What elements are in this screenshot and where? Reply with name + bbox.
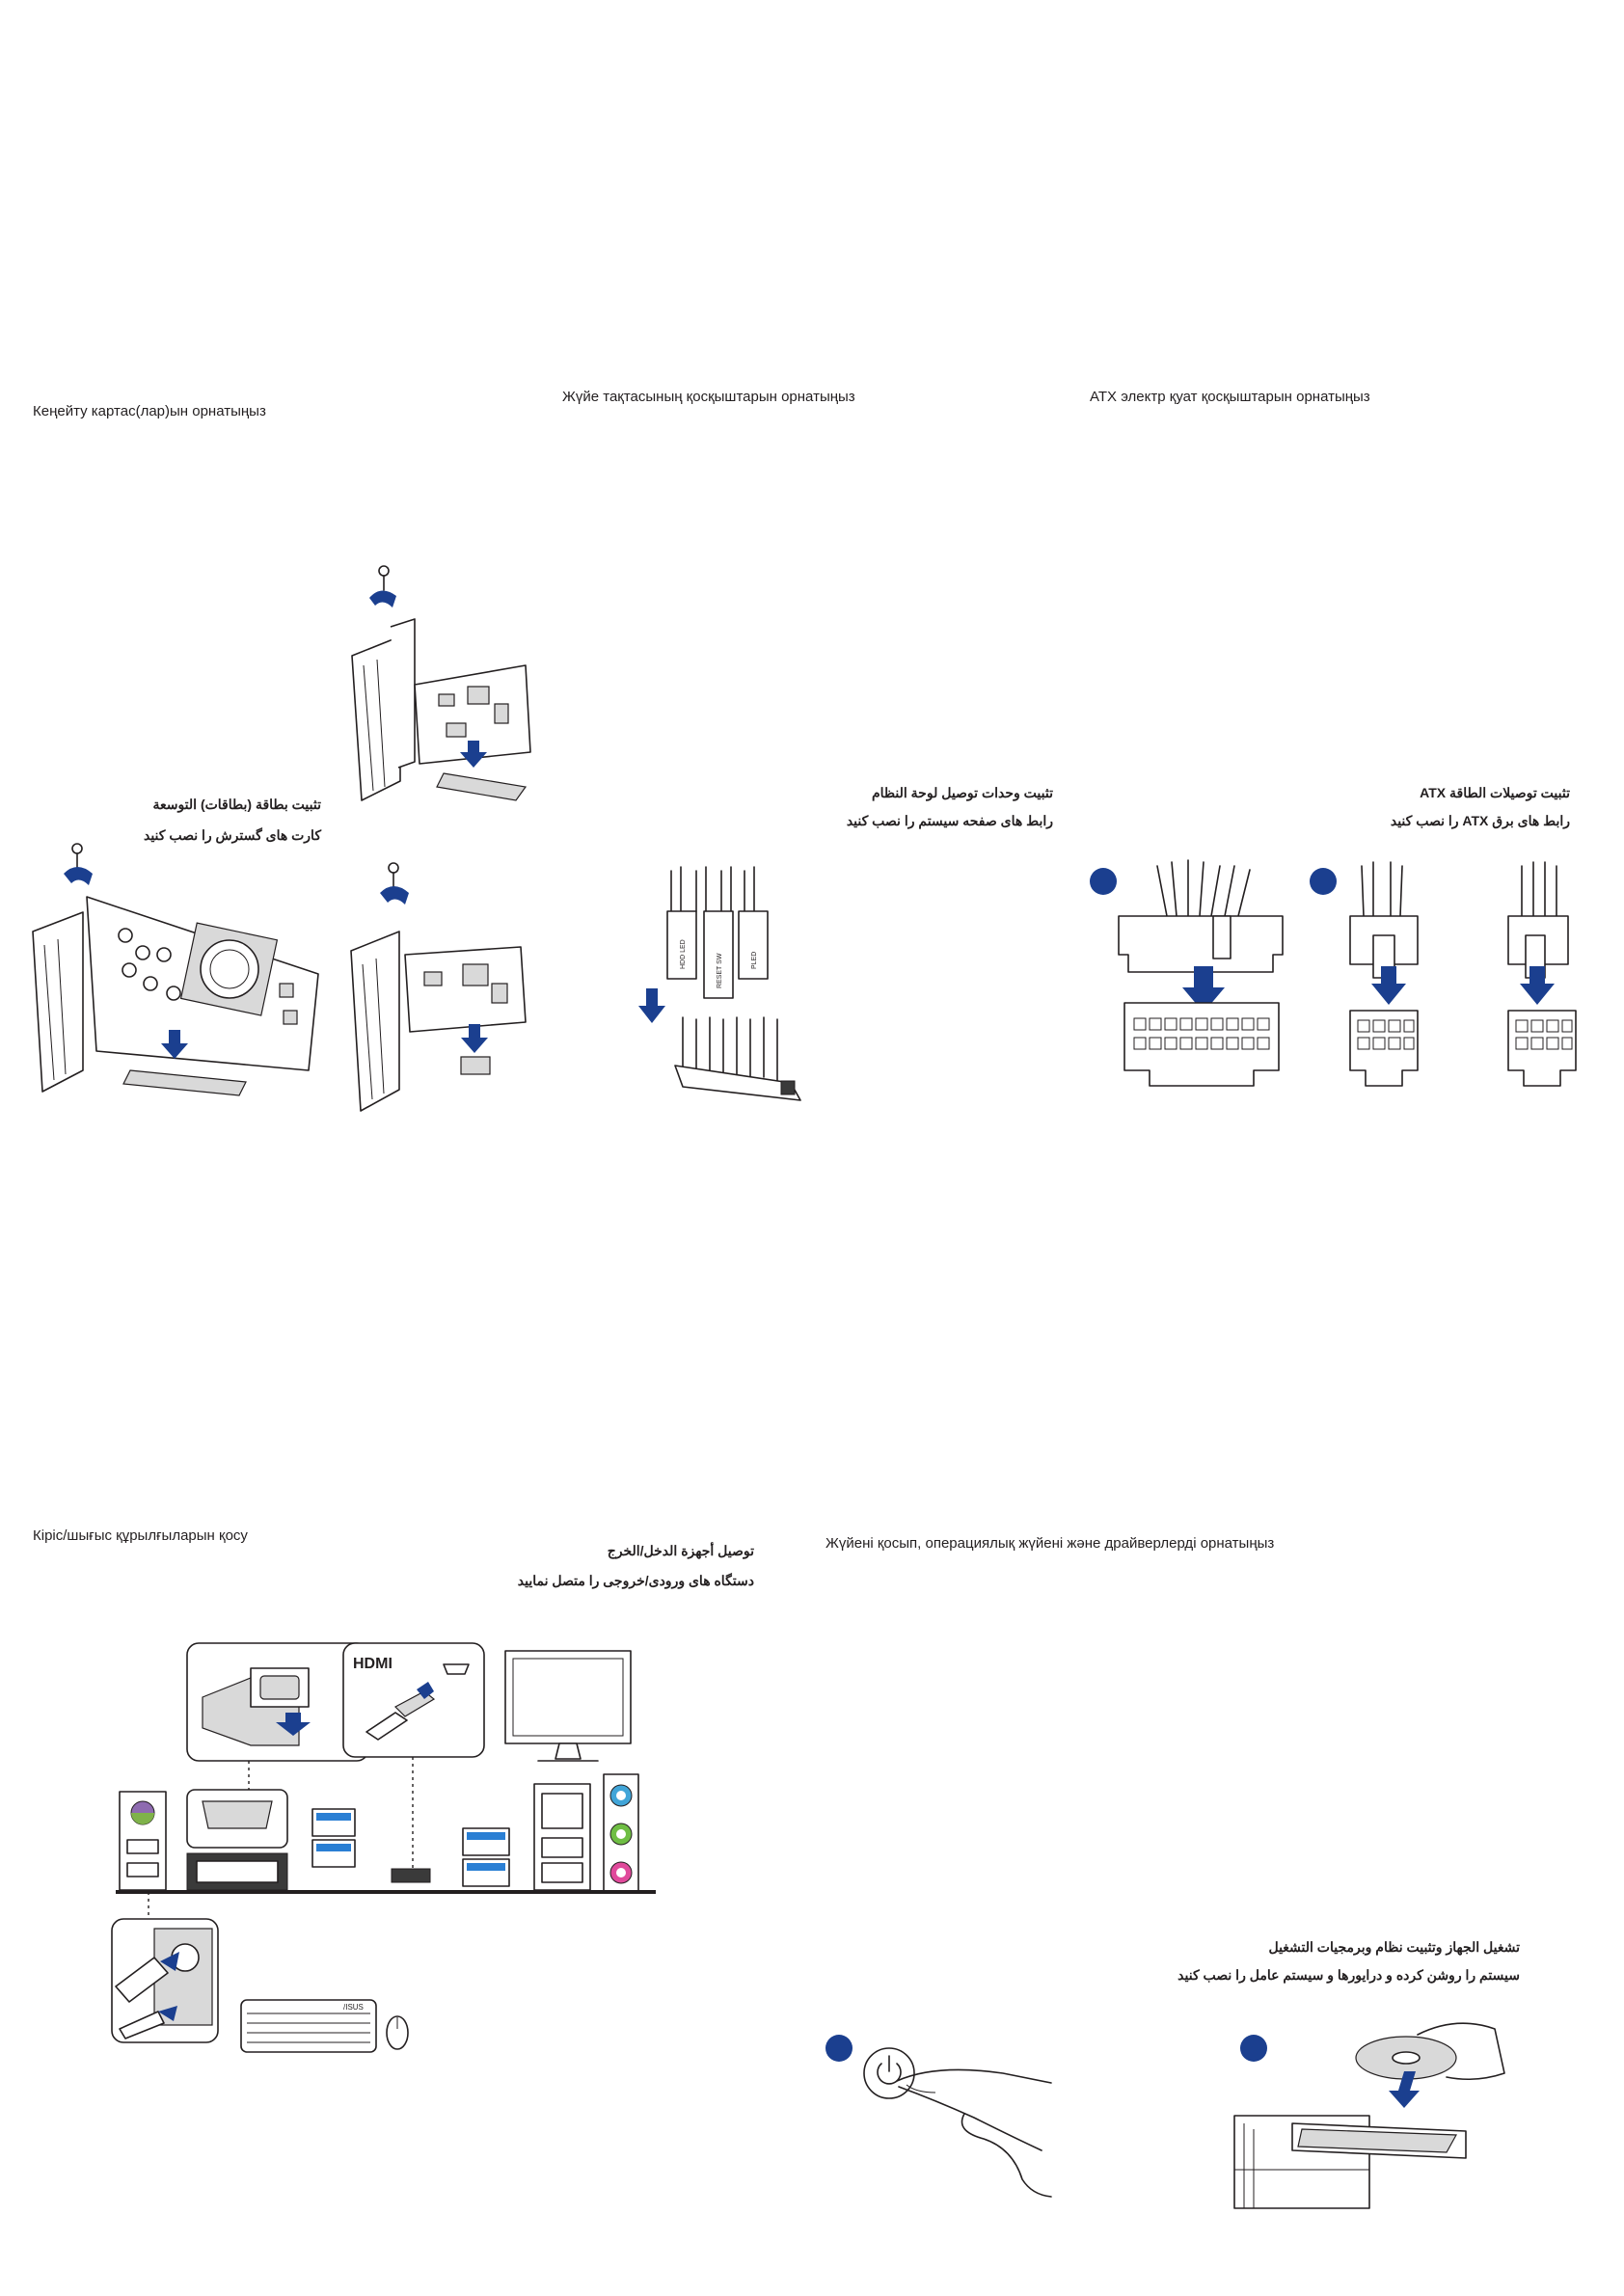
step-marker-1 xyxy=(1090,868,1117,895)
monitor-icon xyxy=(504,1650,632,1744)
expansion-card-small-bottom-figure xyxy=(347,858,569,1112)
step-marker-1b xyxy=(826,2035,853,2062)
expansion-title-ar-2: کارت های گسترش را نصب کنید xyxy=(143,827,321,843)
io-title-ar-1: توصيل أجهزة الدخل/الخرج xyxy=(607,1543,754,1558)
expansion-title-kz: Кеңейту картас(лар)ын орнатыңыз xyxy=(33,403,266,419)
io-panel-figure: HDMI xyxy=(106,1639,675,2054)
power-icon xyxy=(863,2047,915,2099)
mouse-icon xyxy=(386,2015,409,2050)
atx-title-ar-1: تثبيت توصيلات الطاقة ATX xyxy=(1420,785,1570,800)
front-panel-title-ar-1: تثبيت وحدات توصيل لوحة النظام xyxy=(871,785,1053,800)
hdmi-logo: HDMI xyxy=(353,1656,392,1672)
front-panel-label-pled: PLED xyxy=(751,952,758,969)
front-panel-title-ar-2: رابط های صفحه سیستم را نصب کنید xyxy=(846,813,1053,828)
io-title-ar-2: دستگاه های ورودی/خروجی را متصل نمایید xyxy=(517,1573,754,1588)
atx-8pin-figure xyxy=(1302,858,1591,1119)
front-panel-connector-figure: HDD LED RESET SW PLED xyxy=(636,863,829,1119)
atx-title-kz: ATX электр қуат қосқыштарын орнатыңыз xyxy=(1090,389,1370,405)
atx-24pin-figure xyxy=(1080,858,1292,1119)
front-panel-title-kz: Жүйе тақтасының қосқыштарын орнатыңыз xyxy=(562,389,855,405)
power-on-title-ar-1: تشغيل الجهاز وتثبيت نظام وبرمجيات التشغي… xyxy=(1268,1939,1520,1955)
front-panel-label-hdd: HDD LED xyxy=(680,939,687,969)
power-button-figure xyxy=(820,2025,1061,2199)
optical-drive-figure xyxy=(1225,2015,1514,2218)
keyboard-brand: /ISUS xyxy=(343,2003,364,2012)
power-on-title-ar-2: سیستم را روشن کرده و درایورها و سیستم عا… xyxy=(1177,1967,1520,1983)
step-marker-2 xyxy=(1310,868,1337,895)
step-marker-2b xyxy=(1240,2035,1267,2062)
front-panel-label-reset: RESET SW xyxy=(717,953,723,988)
io-title-kz: Кіріс/шығыс құрылғыларын қосу xyxy=(33,1527,248,1544)
expansion-card-small-top-figure xyxy=(323,559,545,810)
expansion-graphics-card-figure xyxy=(29,839,338,1109)
power-on-title-kz: Жүйені қосып, операциялық жүйені және др… xyxy=(826,1535,1275,1552)
expansion-title-ar-1: تثبيت بطاقة (بطاقات) التوسعة xyxy=(152,797,321,812)
atx-title-ar-2: رابط های برق ATX را نصب کنید xyxy=(1390,813,1570,828)
